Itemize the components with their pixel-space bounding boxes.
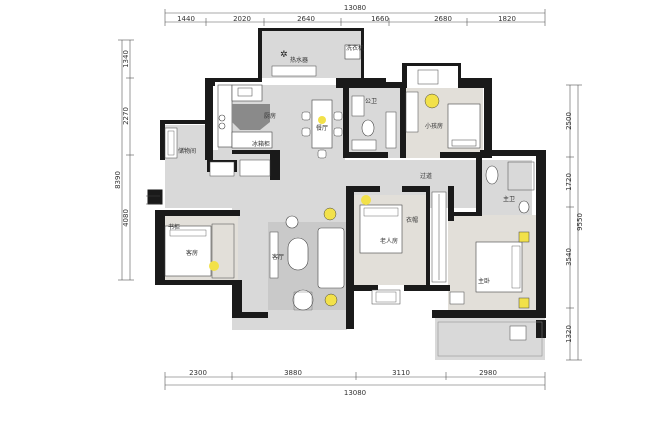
- label-elder-room: 老人房: [380, 237, 398, 245]
- top-dimension-1: 1440: [177, 15, 195, 23]
- right-dimension-3: 3540: [565, 248, 573, 266]
- label-kids-room: 小孩房: [425, 122, 443, 130]
- right-dimension-1: 2500: [565, 112, 573, 130]
- svg-text:✲: ✲: [280, 50, 288, 60]
- top-dimension-5: 2680: [434, 15, 452, 23]
- top-dimension-3: 2640: [297, 15, 315, 23]
- top-dimension-4: 1660: [371, 15, 389, 23]
- left-total-dimension: 8390: [114, 171, 122, 189]
- bottom-total-dimension: 13080: [344, 389, 366, 397]
- label-fridge: 冰箱柜: [252, 140, 270, 148]
- bottom-dimension-4: 2980: [479, 369, 497, 377]
- top-dimension-6: 1820: [498, 15, 516, 23]
- left-dimension-2: 2270: [122, 107, 130, 125]
- label-guest-room: 客房: [186, 249, 198, 257]
- floor-areas: [160, 30, 545, 360]
- top-dimension-line: 13080 1440 2020 2640 1660 2680 1820: [164, 4, 546, 26]
- top-dimension-2: 2020: [233, 15, 251, 23]
- bottom-dimension-line: 2300 3880 3110 2980 13080: [164, 369, 546, 397]
- left-dimension-line: 1340 2270 4080 8390: [114, 39, 134, 281]
- label-study: 书柜: [168, 223, 180, 231]
- left-dimension-3: 4080: [122, 209, 130, 227]
- label-storage: 储物间: [178, 147, 196, 155]
- top-total-dimension: 13080: [344, 4, 366, 12]
- bottom-dimension-2: 3880: [284, 369, 302, 377]
- right-dimension-line: 2500 1720 3540 1320 9550: [565, 84, 584, 361]
- bottom-dimension-3: 3110: [392, 369, 410, 377]
- room-labels: 洗衣机 热水器 厨房 餐厅 公卫 小孩房 储物间 冰箱柜 过道 主卫 书柜 客房…: [168, 44, 515, 285]
- label-dining: 餐厅: [316, 124, 328, 132]
- label-living: 客厅: [272, 253, 284, 261]
- label-master-bath: 主卫: [503, 195, 515, 203]
- label-master-bedroom: 主卧: [478, 277, 490, 285]
- lamps: [209, 93, 530, 309]
- right-dimension-2: 1720: [565, 173, 573, 191]
- label-corridor: 过道: [420, 172, 432, 180]
- entrance-marker: [146, 195, 160, 205]
- label-water-heater: 热水器: [290, 56, 308, 64]
- right-total-dimension: 9550: [576, 213, 584, 231]
- label-public-bath: 公卫: [365, 98, 377, 105]
- furniture: ✲: [164, 44, 543, 357]
- label-closet: 衣帽: [406, 216, 418, 224]
- label-kitchen: 厨房: [264, 112, 276, 120]
- label-laundry-area: 洗衣机: [346, 44, 364, 52]
- left-dimension-1: 1340: [122, 50, 130, 68]
- bottom-dimension-1: 2300: [189, 369, 207, 377]
- right-dimension-4: 1320: [565, 325, 573, 343]
